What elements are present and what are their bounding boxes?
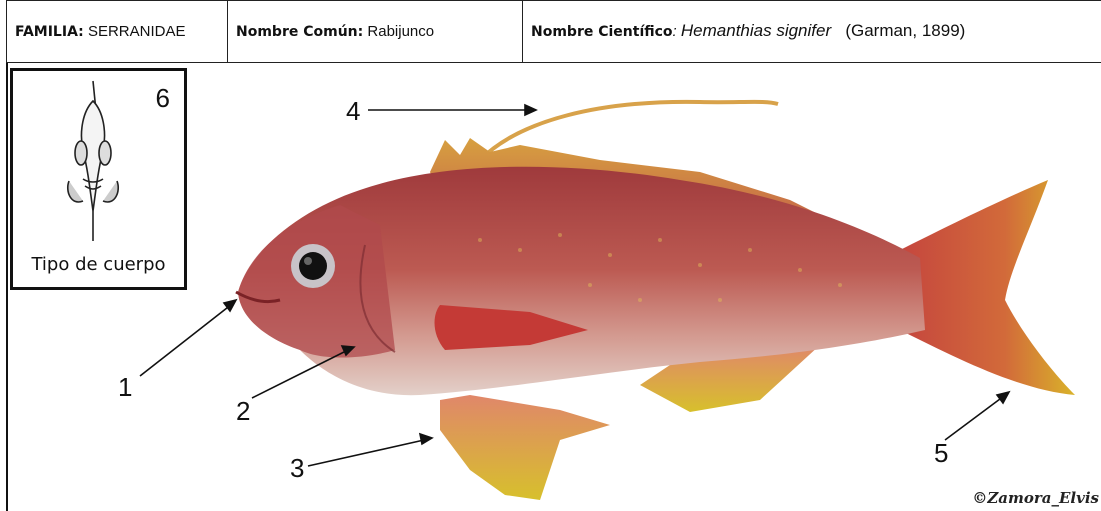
- callout-2: 2: [236, 396, 250, 427]
- body-type-label: Tipo de cuerpo: [13, 254, 184, 275]
- arrow-1: [140, 304, 232, 376]
- photo-credit: ©Zamora_Elvis: [972, 489, 1099, 507]
- arrow-3: [308, 440, 424, 466]
- body-type-diagram-icon: [13, 71, 184, 241]
- body-type-box: 6 Tipo de cuerpo: [10, 68, 187, 290]
- callout-1: 1: [118, 372, 132, 403]
- arrow-5: [945, 396, 1004, 440]
- fish-eye: [299, 252, 327, 280]
- tail-fin: [900, 180, 1075, 395]
- pelvic-fin: [440, 395, 610, 500]
- callout-3: 3: [290, 453, 304, 484]
- callout-5: 5: [934, 438, 948, 469]
- callout-4: 4: [346, 96, 360, 127]
